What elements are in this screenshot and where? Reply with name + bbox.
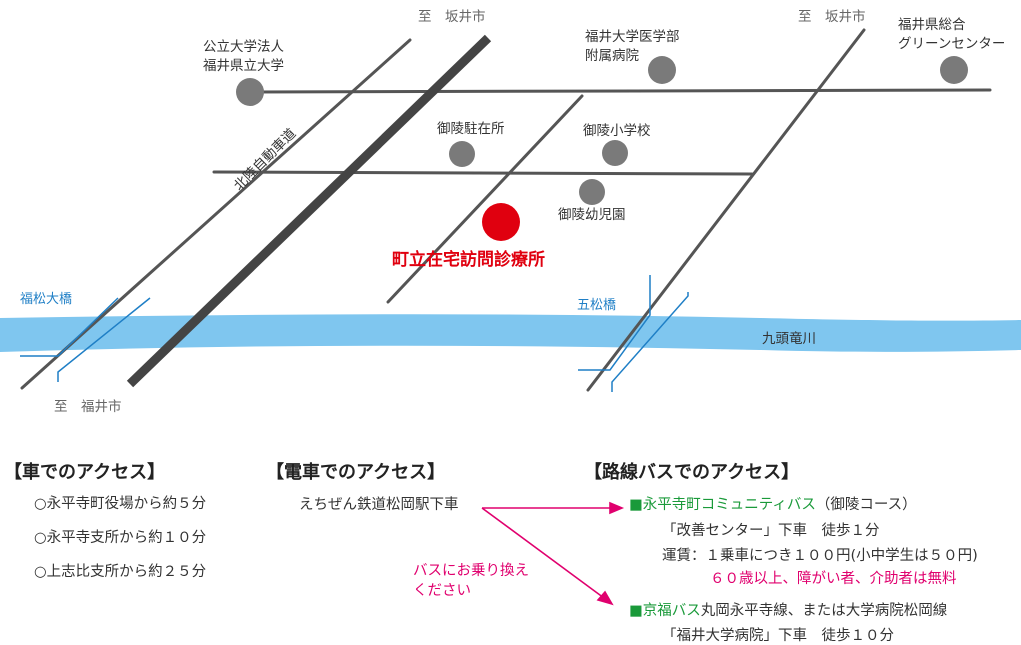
- square-bullet-icon: ■: [629, 497, 643, 513]
- square-bullet-icon: ■: [629, 603, 643, 619]
- landmark-label-police: 御陵駐在所: [437, 121, 505, 137]
- kindergarten-marker: [579, 179, 605, 205]
- road-network: [20, 28, 992, 392]
- transfer-note-line-2: ください: [413, 583, 471, 599]
- bridge-goshou: [578, 275, 689, 392]
- river-label: 九頭竜川: [762, 331, 816, 347]
- univ-hosp-marker: [648, 56, 676, 84]
- road-horizontal-north: [248, 88, 992, 94]
- elem-school-marker: [602, 140, 628, 166]
- landmark-label-univ-hosp: 福井大学医学部 附属病院: [585, 29, 680, 64]
- community-bus-stop: 「改善センター」下車 徒歩１分: [662, 523, 880, 539]
- keifuku-bus-name: 京福バス: [642, 603, 701, 619]
- car-access-item: ○永平寺支所から約１０分: [34, 530, 207, 546]
- expressway: [126, 34, 492, 388]
- bridge-fukumatsu: [20, 297, 151, 382]
- community-bus-fare: 運賃：１乗車につき１００円(小中学生は５０円): [662, 548, 978, 564]
- access-map: [0, 28, 1021, 392]
- transfer-arrow-to-keifuku-bus: [481, 507, 605, 599]
- bridge-label-fukumatsu: 福松大橋: [20, 292, 73, 307]
- bridge-label-goshou: 五松橋: [577, 298, 617, 313]
- transfer-note-line-1: バスにお乗り換え: [413, 563, 529, 579]
- bus-access-title: 【路線バスでのアクセス】: [584, 462, 800, 483]
- landmark-label-pref-univ: 公立大学法人 福井県立大学: [203, 39, 284, 74]
- train-access-title: 【電車でのアクセス】: [266, 462, 446, 483]
- community-bus-heading: ■永平寺町コミュニティバス（御陵コース）: [629, 493, 917, 514]
- road-diagonal-west: [20, 38, 412, 390]
- landmark-label-kindergarten: 御陵幼児園: [558, 207, 626, 223]
- community-bus-discount: ６０歳以上、障がい者、介助者は無料: [710, 571, 957, 587]
- car-access-item: ○上志比支所から約２５分: [34, 564, 207, 580]
- car-access-item: ○永平寺町役場から約５分: [34, 496, 207, 512]
- transfer-arrowhead: [609, 501, 625, 515]
- clinic-marker: [482, 203, 520, 241]
- train-station-text: えちぜん鉄道松岡駅下車: [299, 497, 459, 513]
- road-diagonal-east: [586, 28, 866, 392]
- landmark-label-elem-school: 御陵小学校: [583, 123, 651, 139]
- green-center-marker: [940, 56, 968, 84]
- direction-label-bottom: 至 福井市: [54, 399, 122, 415]
- community-bus-course: （御陵コース）: [815, 497, 917, 513]
- direction-label-top-right: 至 坂井市: [798, 9, 866, 25]
- road-diagonal-center: [386, 94, 584, 304]
- police-marker: [449, 141, 475, 167]
- keifuku-bus-lines: 丸岡永平寺線、または大学病院松岡線: [700, 603, 948, 619]
- keifuku-bus-heading: ■京福バス丸岡永平寺線、または大学病院松岡線: [629, 599, 947, 620]
- landmark-markers: [236, 56, 968, 205]
- community-bus-name: 永平寺町コミュニティバス: [642, 497, 816, 513]
- road-horizontal-middle: [212, 170, 754, 176]
- landmark-label-green-center: 福井県総合 グリーンセンター: [898, 17, 1006, 52]
- keifuku-bus-stop: 「福井大学病院」下車 徒歩１０分: [662, 628, 894, 644]
- pref-univ-marker: [236, 78, 264, 106]
- river: [0, 314, 1021, 352]
- clinic-label: 町立在宅訪問診療所: [392, 250, 545, 270]
- car-access-title: 【車でのアクセス】: [4, 462, 166, 483]
- transfer-arrowhead: [596, 590, 614, 606]
- direction-label-top-left: 至 坂井市: [418, 9, 486, 25]
